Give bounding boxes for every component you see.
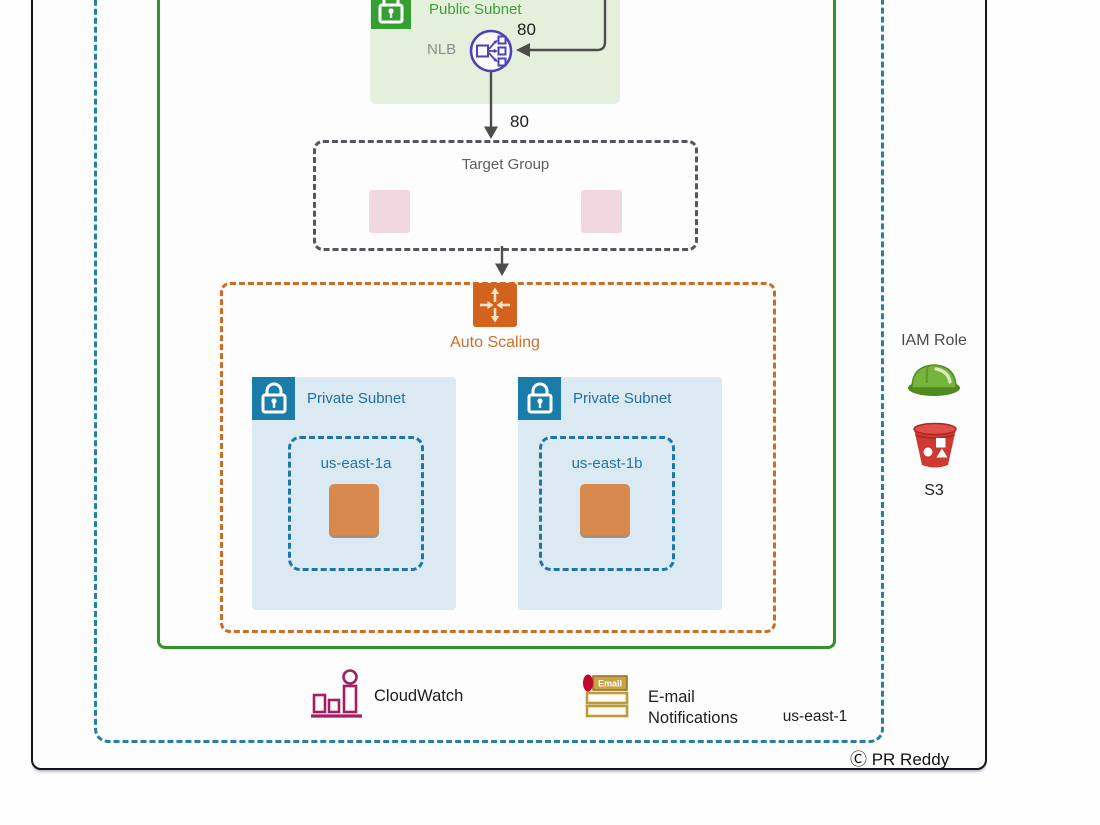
nlb-label: NLB (427, 41, 457, 58)
ec2-instance-icon (329, 484, 379, 535)
private-subnet-a-box: Private Subnet us-east-1a (252, 377, 456, 610)
private-subnet-label: Private Subnet (307, 390, 406, 407)
s3-label: S3 (924, 482, 944, 499)
private-subnet-label: Private Subnet (573, 390, 672, 407)
availability-zone-a-box: us-east-1a (288, 436, 424, 571)
auto-scaling-label: Auto Scaling (450, 334, 540, 351)
aws-region-box (94, 0, 884, 743)
email-notifications-label: E-mail Notifications (648, 688, 738, 727)
target-slot (581, 190, 622, 233)
public-subnet-label: Public Subnet (429, 1, 522, 18)
iam-role-label: IAM Role (901, 332, 967, 349)
network-load-balancer-icon (469, 29, 513, 73)
private-subnet-lock-icon (518, 377, 561, 420)
availability-zone-b-box: us-east-1b (539, 436, 675, 571)
email-notifications-icon: Email (580, 671, 630, 719)
copyright-text: Ⓒ PR Reddy (850, 750, 950, 769)
vpc-box (157, 0, 836, 649)
region-label: us-east-1 (782, 708, 848, 725)
target-slot (369, 190, 410, 233)
auto-scaling-icon (473, 283, 517, 327)
public-subnet-lock-icon (371, 0, 411, 29)
ec2-instance-icon (580, 484, 630, 535)
az-label: us-east-1b (571, 455, 643, 472)
target-group-label: Target Group (461, 156, 550, 173)
private-subnet-lock-icon (252, 377, 295, 420)
cloudwatch-icon (310, 669, 366, 719)
port-80-target-label: 80 (510, 112, 529, 131)
s3-bucket-icon (911, 421, 959, 469)
outer-frame (31, 0, 987, 770)
port-80-ingress-label: 80 (517, 20, 536, 39)
cloudwatch-label: CloudWatch (374, 687, 464, 705)
iam-role-hardhat-icon (906, 356, 962, 398)
target-group-box: Target Group (313, 140, 698, 251)
az-label: us-east-1a (320, 455, 392, 472)
svg-text:Email: Email (598, 679, 622, 689)
private-subnet-b-box: Private Subnet us-east-1b (518, 377, 722, 610)
